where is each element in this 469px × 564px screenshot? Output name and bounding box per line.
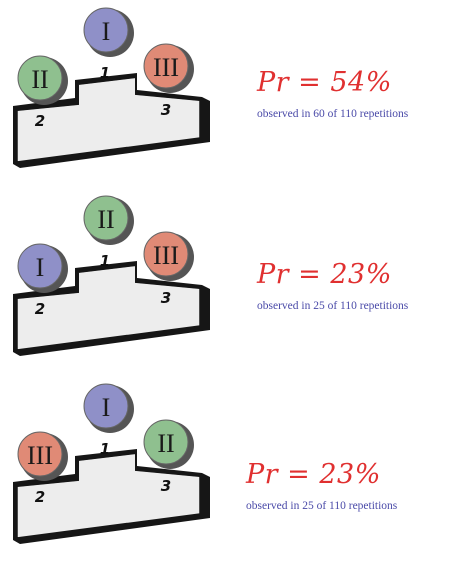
podium-label-3: 3 [161,477,171,495]
podium-step-edge [16,75,201,111]
podium-label-3: 3 [161,289,171,307]
medal-second: II [17,55,68,105]
observed-count: observed in 25 of 110 repetitions [246,500,398,512]
observed-count: observed in 25 of 110 repetitions [257,300,409,312]
scenario-2: 1 2 3 II I III Pr = 23% observed in 25 o… [0,188,469,376]
podium-diagram: 1 2 3 I III II [13,383,210,544]
medal-first-label: I [102,393,111,422]
medal-second: I [17,243,68,293]
medal-third: III [143,43,194,93]
medal-second-label: III [27,441,53,470]
medal-first: I [83,383,134,433]
medal-first-label: II [97,205,114,234]
observed-count: observed in 60 of 110 repetitions [257,108,409,120]
medal-second-label: II [31,65,48,94]
podium-label-2: 2 [35,488,45,506]
podium-label-2: 2 [35,300,45,318]
medal-second-label: I [36,253,45,282]
podium-label-1: 1 [100,440,110,458]
medal-third: III [143,231,194,281]
podium-step-edge [16,451,201,487]
podium-step-edge [16,263,201,299]
scenario-3: 1 2 3 I III II Pr = 23% observed in 25 o… [0,376,469,564]
podium-label-1: 1 [100,64,110,82]
podium-diagram: 1 2 3 I II III [13,7,210,168]
podium-label-3: 3 [161,101,171,119]
podium-label-1: 1 [100,252,110,270]
podium-label-2: 2 [35,112,45,130]
medal-first-label: I [102,17,111,46]
probability-label: Pr = 23% [246,459,381,490]
medal-third-label: III [153,53,179,82]
medal-third-label: III [153,241,179,270]
medal-first: I [83,7,134,57]
podium-diagram: 1 2 3 II I III [13,195,210,356]
medal-third: II [143,419,194,469]
probability-label: Pr = 54% [257,67,392,98]
scenario-1: 1 2 3 I II III Pr = 54% observed in 60 o… [0,0,469,188]
medal-first: II [83,195,134,245]
medal-third-label: II [157,429,174,458]
medal-second: III [17,431,68,481]
probability-label: Pr = 23% [257,259,392,290]
